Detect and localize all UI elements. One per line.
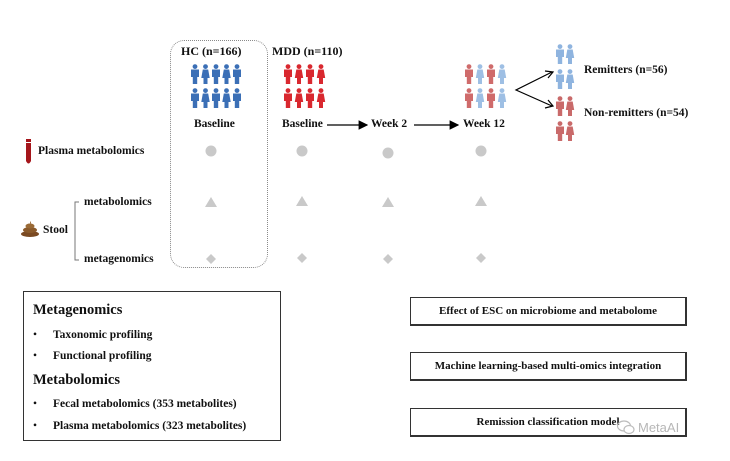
outcome-split-arrows bbox=[514, 71, 553, 107]
person-icon bbox=[565, 96, 575, 116]
mdd-people-icon bbox=[284, 64, 326, 108]
stool-icon bbox=[21, 221, 39, 237]
person-icon bbox=[233, 64, 241, 84]
person-icon bbox=[284, 64, 292, 84]
person-icon bbox=[497, 64, 507, 84]
person-icon bbox=[201, 64, 210, 84]
nonremitters-people-icon bbox=[556, 96, 575, 141]
person-icon bbox=[497, 88, 507, 108]
watermark-text: MetaAI bbox=[638, 420, 680, 435]
person-icon bbox=[306, 64, 314, 84]
person-icon bbox=[565, 44, 575, 64]
week12-people-icon bbox=[465, 64, 507, 108]
bullet-fecal: Fecal metabolomics (353 metabolites) bbox=[33, 398, 237, 410]
nonremitters-label: Non-remitters (n=54) bbox=[584, 107, 689, 119]
person-icon bbox=[294, 88, 304, 108]
marker-metagen-mdd bbox=[297, 253, 307, 263]
metabolomics-title: Metabolomics bbox=[33, 372, 120, 388]
marker-plasma-week2 bbox=[382, 147, 394, 159]
person-icon bbox=[212, 88, 220, 108]
person-icon bbox=[465, 64, 473, 84]
person-icon bbox=[306, 88, 314, 108]
marker-metagen-hc bbox=[206, 254, 216, 264]
effect-esc-box: Effect of ESC on microbiome and metabolo… bbox=[410, 297, 687, 326]
week12-label: Week 12 bbox=[463, 118, 505, 130]
hc-group-box bbox=[170, 40, 268, 268]
person-icon bbox=[191, 88, 199, 108]
person-icon bbox=[316, 64, 326, 84]
remission-model-box: Remission classification model bbox=[410, 408, 687, 437]
marker-metagen-week2 bbox=[383, 254, 393, 264]
wechat-icon bbox=[617, 420, 635, 435]
metagenomics-title: Metagenomics bbox=[33, 302, 123, 318]
person-icon bbox=[233, 88, 241, 108]
person-icon bbox=[222, 88, 231, 108]
mdd-label: MDD (n=110) bbox=[272, 44, 343, 58]
bullet-functional: Functional profiling bbox=[33, 350, 151, 362]
hc-baseline-label: Baseline bbox=[194, 118, 235, 130]
bullet-taxonomic: Taxonomic profiling bbox=[33, 329, 152, 341]
person-icon bbox=[475, 88, 485, 108]
week2-label: Week 2 bbox=[371, 118, 408, 130]
hc-people-icon bbox=[191, 64, 241, 108]
stool-label: Stool bbox=[43, 224, 68, 236]
person-icon bbox=[556, 44, 564, 64]
person-icon bbox=[487, 88, 495, 108]
person-icon bbox=[556, 121, 564, 141]
person-icon bbox=[294, 64, 304, 84]
person-icon bbox=[475, 64, 485, 84]
bullet-plasma: Plasma metabolomics (323 metabolites) bbox=[33, 420, 246, 432]
person-icon bbox=[565, 121, 575, 141]
marker-stoolmeta-week12 bbox=[475, 196, 487, 206]
test-tube-icon bbox=[26, 139, 31, 164]
person-icon bbox=[556, 96, 564, 116]
person-icon bbox=[556, 69, 564, 89]
plasma-metabolomics-label: Plasma metabolomics bbox=[38, 145, 145, 157]
ml-integration-box: Machine learning-based multi-omics integ… bbox=[410, 352, 687, 381]
person-icon bbox=[222, 64, 231, 84]
person-icon bbox=[201, 88, 210, 108]
timeline-arrows bbox=[74, 70, 555, 264]
marker-plasma-mdd bbox=[296, 145, 308, 157]
marker-metagen-week12 bbox=[476, 253, 486, 263]
marker-stoolmeta-mdd bbox=[296, 196, 308, 206]
stool-bracket bbox=[74, 201, 79, 261]
person-icon bbox=[191, 64, 199, 84]
person-icon bbox=[316, 88, 326, 108]
stool-metagenomics-label: metagenomics bbox=[84, 253, 154, 265]
remitters-people-icon bbox=[556, 44, 575, 89]
person-icon bbox=[465, 88, 473, 108]
stool-metabolomics-label: metabolomics bbox=[84, 196, 152, 208]
person-icon bbox=[565, 69, 575, 89]
omics-summary-panel: Metagenomics Taxonomic profiling Functio… bbox=[23, 291, 281, 441]
person-icon bbox=[212, 64, 220, 84]
hc-label: HC (n=166) bbox=[181, 44, 242, 58]
person-icon bbox=[284, 88, 292, 108]
marker-plasma-hc bbox=[205, 145, 217, 157]
watermark: MetaAI bbox=[617, 420, 679, 435]
marker-stoolmeta-hc bbox=[205, 197, 217, 207]
mdd-baseline-label: Baseline bbox=[282, 118, 323, 130]
remitters-label: Remitters (n=56) bbox=[584, 64, 668, 76]
person-icon bbox=[487, 64, 495, 84]
marker-plasma-week12 bbox=[475, 145, 487, 157]
marker-stoolmeta-week2 bbox=[382, 197, 394, 207]
